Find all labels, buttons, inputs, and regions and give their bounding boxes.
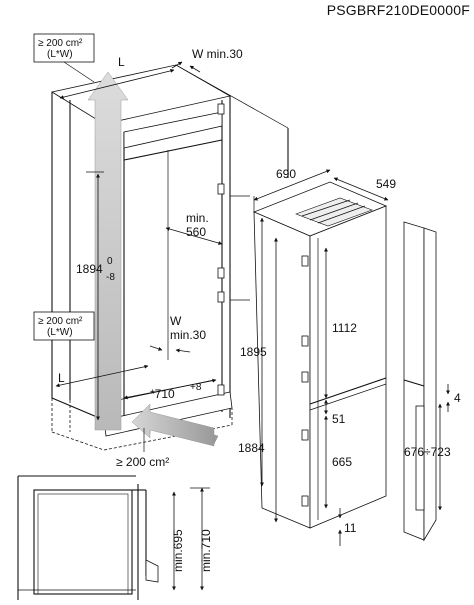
hinge-icon: [217, 103, 225, 396]
dim-676-723: 676÷723: [404, 403, 451, 511]
L-bottom-label: L: [58, 371, 65, 385]
d690-label: 690: [276, 167, 296, 181]
door-panel: [403, 221, 437, 542]
vent-mid-label: ≥ 200 cm²: [38, 316, 83, 327]
vent-top-box: ≥ 200 cm² (L*W): [33, 33, 95, 83]
appliance: [252, 181, 388, 529]
d1112-label: 1112: [332, 321, 357, 335]
section-detail: [17, 475, 159, 600]
niche-height-sup: 0: [107, 256, 113, 267]
dim-4: 4: [446, 384, 461, 412]
dim-niche-width: *710 +8: [123, 378, 217, 401]
d1884-label: 1884: [238, 441, 265, 455]
W-mid-b: min.30: [170, 328, 206, 342]
d51-label: 51: [332, 412, 346, 426]
dim-51: 51: [324, 399, 346, 426]
dim-min710: min.710: [190, 487, 213, 591]
d665-label: 665: [332, 455, 352, 469]
dim-665: 665: [324, 415, 352, 509]
dim-depth-min: min. 560: [165, 211, 223, 245]
depth-min-a: min.: [186, 211, 209, 225]
dim-L-bottom: L: [55, 364, 149, 388]
dim-1112: 1112: [324, 247, 357, 399]
vent-mid-box: ≥ 200 cm² (L*W): [33, 311, 95, 341]
niche-width-label: *710: [150, 387, 175, 401]
d549-label: 549: [376, 177, 396, 191]
niche-height-sub: -8: [106, 272, 115, 283]
min695-label: min.695: [171, 529, 185, 572]
min710-label: min.710: [199, 529, 213, 572]
vent-top-sub: (L*W): [47, 49, 73, 60]
W-mid-a: W: [170, 314, 182, 328]
niche-width-sup: +8: [190, 382, 202, 393]
dim-11: 11: [338, 508, 357, 546]
dim-niche-height: 1894 0 -8: [76, 171, 115, 421]
dim-W-mid: W min.30: [149, 314, 206, 353]
vent-mid-sub: (L*W): [47, 327, 73, 338]
vent-top-label: ≥ 200 cm²: [38, 38, 83, 49]
L-top-label: L: [118, 55, 125, 69]
d676-723-label: 676÷723: [404, 445, 451, 459]
dim-L-top: L: [59, 55, 175, 100]
W-top-label: W min.30: [192, 47, 243, 61]
vent-bottom-label: ≥ 200 cm²: [116, 455, 169, 469]
dim-W-top: W min.30: [171, 47, 243, 73]
vent-bottom: ≥ 200 cm²: [116, 428, 169, 469]
depth-min-b: 560: [186, 225, 206, 239]
d11-label: 11: [344, 521, 357, 535]
dim-549: 549: [333, 177, 396, 201]
dim-min695: min.695: [171, 491, 185, 591]
model-code: PSGBRF210DE0000F: [326, 2, 470, 18]
d1895-label: 1895: [240, 345, 267, 359]
dim-1895: 1895: [240, 217, 267, 487]
d4-label: 4: [454, 391, 461, 405]
dim-1884: 1884: [238, 237, 278, 523]
dim-690: 690: [253, 167, 331, 212]
niche-height-label: 1894: [76, 262, 103, 276]
